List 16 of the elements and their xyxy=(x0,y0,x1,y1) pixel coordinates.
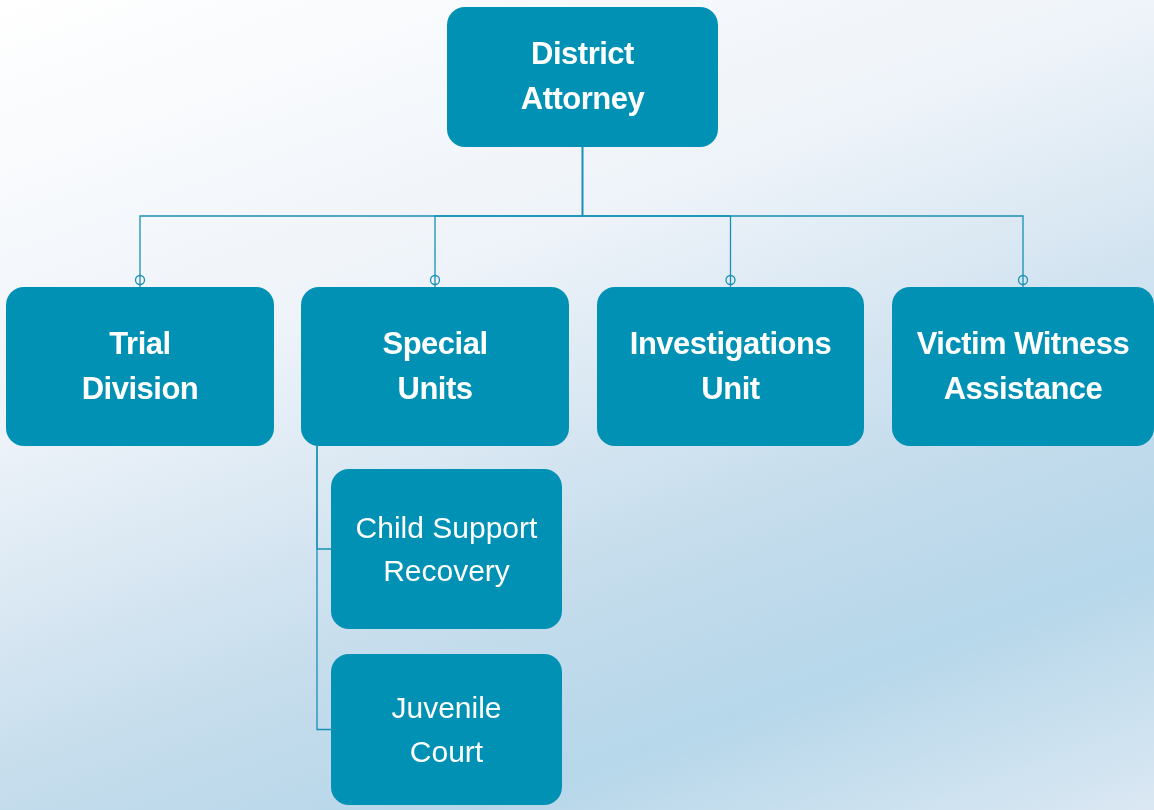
org-label: Child Support Recovery xyxy=(354,509,539,589)
org-box xyxy=(597,287,864,446)
connector-line xyxy=(581,146,1029,288)
org-box xyxy=(6,287,274,446)
org-box xyxy=(331,654,562,805)
org-label: Juvenile Court xyxy=(390,690,503,770)
org-label: District Attorney xyxy=(519,35,646,118)
org-label: Victim Witness Assistance xyxy=(915,324,1131,408)
org-box xyxy=(331,469,562,629)
org-box xyxy=(301,287,569,446)
org-label: Special Units xyxy=(381,324,489,408)
org-box xyxy=(447,7,718,147)
org-label: Investigations Unit xyxy=(628,324,833,408)
org-box xyxy=(892,287,1154,446)
org-label: Trial Division xyxy=(80,324,200,408)
connector-line xyxy=(316,445,332,731)
